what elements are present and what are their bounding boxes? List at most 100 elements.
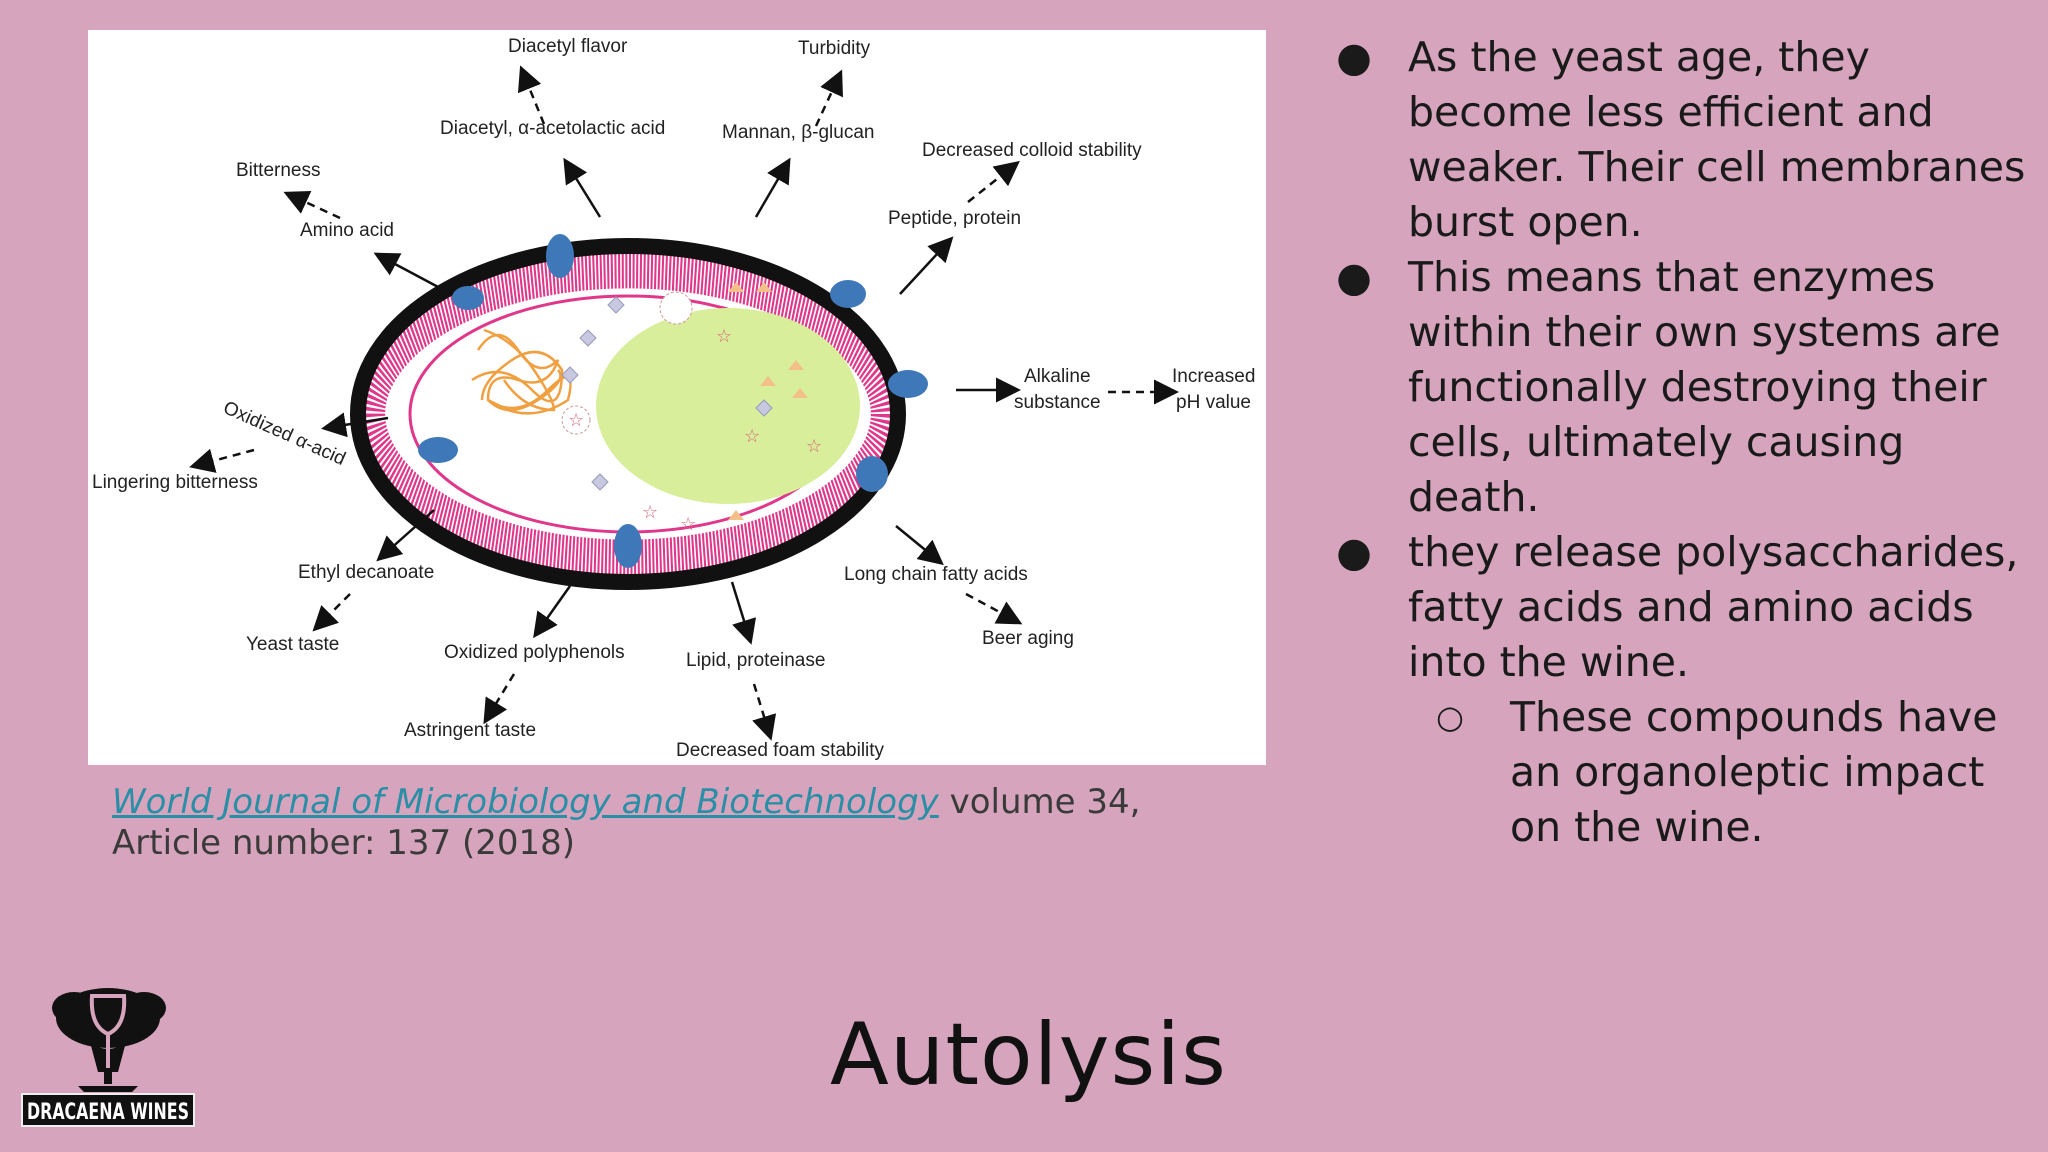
arrow: [321, 412, 389, 438]
star: ☆: [680, 514, 696, 535]
bullet-dot: ●: [1336, 528, 1372, 576]
dracaena-wines-logo: DRACAENA WINES: [20, 978, 196, 1128]
vesicle: [659, 291, 693, 325]
label-yeast-taste: Yeast taste: [246, 634, 339, 655]
bullet-item: ● This means that enzymes within their o…: [1330, 250, 2030, 525]
journal-link[interactable]: World Journal of Microbiology and Biotec…: [112, 782, 939, 822]
label-bitterness: Bitterness: [236, 160, 320, 181]
citation-details: volume 34, Article number: 137 (2018): [112, 782, 1141, 863]
bullet-text: they release polysaccharides, fatty acid…: [1408, 528, 2019, 686]
triangle: [728, 282, 744, 292]
autolysis-diagram: ☆ ☆ ☆ ☆ ☆ ☆ Diacetyl flavor Turbidity Di…: [88, 30, 1266, 765]
label-beer-aging: Beer aging: [982, 628, 1074, 649]
arrow: [895, 525, 944, 566]
label-oxidized-poly: Oxidized polyphenols: [444, 642, 625, 663]
bullet-dot: ●: [1336, 253, 1372, 301]
diamond-molecules: [561, 296, 773, 491]
label-decreased-colloid: Decreased colloid stability: [922, 140, 1142, 161]
label-amino-acid: Amino acid: [300, 220, 394, 241]
bullet-text: This means that enzymes within their own…: [1408, 253, 2001, 521]
arrow: [563, 157, 602, 218]
triangle: [788, 360, 804, 370]
label-diacetyl-acid: Diacetyl, α-acetolactic acid: [440, 118, 665, 139]
arrow: [730, 581, 757, 645]
label-lingering: Lingering bitterness: [92, 472, 258, 493]
bullet-item: ● As the yeast age, they become less eff…: [1330, 30, 2030, 250]
dna-tangle: [471, 328, 572, 415]
arrow: [533, 585, 572, 639]
arrow: [483, 673, 516, 725]
arrow: [373, 252, 441, 290]
triangle: [760, 376, 776, 386]
star: ☆: [806, 436, 822, 457]
arrow: [189, 448, 255, 473]
triangle: [756, 282, 772, 292]
dashed-arrows: [189, 65, 1179, 741]
arrow: [965, 592, 1023, 625]
star: ☆: [642, 502, 658, 523]
triangle: [728, 510, 744, 520]
triangle: [792, 388, 808, 398]
vesicle: [561, 405, 591, 435]
bullet-dot: ●: [1336, 33, 1372, 81]
logo-text-box: [21, 1093, 195, 1127]
label-astringent: Astringent taste: [404, 720, 536, 741]
protein: [546, 234, 574, 278]
label-alkaline: Alkaline: [1024, 366, 1091, 387]
arrow: [376, 509, 435, 562]
label-diacetyl-flavor: Diacetyl flavor: [508, 36, 628, 57]
bullet-list: ● As the yeast age, they become less eff…: [1330, 30, 2030, 855]
arrow: [312, 593, 351, 632]
star-molecules: ☆ ☆ ☆ ☆ ☆ ☆: [568, 326, 822, 535]
label-decreased-foam: Decreased foam stability: [676, 740, 885, 761]
star: ☆: [568, 410, 584, 431]
diamond: [607, 296, 625, 314]
protein: [418, 437, 458, 463]
diamond: [755, 399, 773, 417]
protein: [452, 286, 484, 310]
arrow: [517, 65, 546, 125]
label-oxidized-acid: Oxidized α-acid: [220, 397, 349, 470]
label-peptide: Peptide, protein: [888, 208, 1021, 229]
arrow: [754, 157, 791, 218]
figure-citation: World Journal of Microbiology and Biotec…: [112, 782, 1212, 864]
bullet-text: As the yeast age, they become less effic…: [1408, 33, 2026, 246]
nucleus: [596, 308, 860, 504]
diamond: [579, 329, 597, 347]
triangle-molecules: [728, 282, 808, 520]
tree-canopy-icon: [52, 988, 166, 1092]
label-long-chain: Long chain fatty acids: [844, 564, 1028, 585]
protein: [614, 524, 642, 568]
slide-title: Autolysis: [830, 1005, 1227, 1105]
solid-arrows: [321, 157, 1021, 645]
wine-glass-icon: [89, 994, 127, 1068]
diamond: [561, 366, 579, 384]
star: ☆: [744, 426, 760, 447]
label-substance: substance: [1014, 392, 1101, 413]
protein: [888, 370, 928, 398]
sub-bullet-text: These compounds have an organoleptic imp…: [1510, 693, 1998, 851]
diagram-svg: ☆ ☆ ☆ ☆ ☆ ☆ Diacetyl flavor Turbidity Di…: [92, 36, 1255, 761]
arrow: [899, 236, 954, 295]
arrow: [814, 69, 843, 127]
sub-bullet-item: ○ These compounds have an organoleptic i…: [1330, 690, 2030, 855]
label-turbidity: Turbidity: [798, 38, 871, 59]
bullet-item: ● they release polysaccharides, fatty ac…: [1330, 525, 2030, 690]
arrow: [283, 191, 341, 220]
label-mannan: Mannan, β-glucan: [722, 122, 874, 143]
logo-text: DRACAENA WINES: [27, 1100, 189, 1125]
logo-svg: DRACAENA WINES: [21, 988, 195, 1127]
label-ph-value: pH value: [1176, 392, 1251, 413]
sub-bullet-circle: ○: [1436, 698, 1464, 736]
label-increased: Increased: [1172, 366, 1255, 387]
protein: [830, 280, 866, 308]
label-ethyl: Ethyl decanoate: [298, 562, 434, 583]
arrow: [967, 160, 1020, 203]
cell-wall: [350, 238, 906, 590]
label-lipid: Lipid, proteinase: [686, 650, 825, 671]
protein: [856, 456, 888, 492]
diamond: [591, 473, 609, 491]
arrow: [752, 683, 777, 741]
membrane-proteins: [418, 234, 928, 568]
star: ☆: [716, 326, 732, 347]
